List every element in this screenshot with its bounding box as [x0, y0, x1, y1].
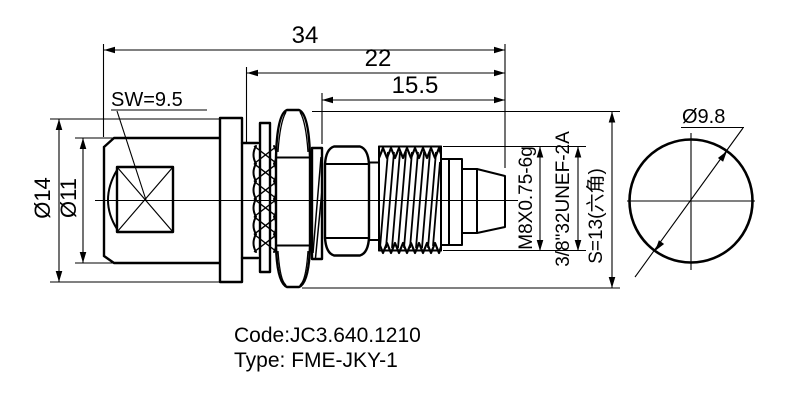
body-diameter-label: Ø11	[56, 178, 81, 218]
dim-mid-length-label: 22	[365, 45, 392, 72]
dimensioning	[50, 44, 727, 289]
hex-nut-chamfer-arcs	[277, 111, 309, 286]
hex-size-label: S=13(六角)	[585, 168, 607, 264]
front-diameter-line	[634, 126, 744, 278]
flange-diameter-label: Ø14	[30, 177, 55, 219]
cavity-arc	[107, 169, 118, 230]
lock-washer-wave-left	[252, 145, 257, 253]
front-diameter-label: Ø9.8	[682, 106, 725, 128]
labels: 34 22 15.5 SW=9.5 Ø14 Ø11 M8X0.75-6g 3/8…	[30, 22, 725, 372]
thread-shoulder	[368, 145, 380, 252]
leader-lines	[111, 109, 207, 201]
dimension-lines	[58, 49, 613, 288]
hex-nut-outline	[274, 108, 312, 289]
thread-metric-label: M8X0.75-6g	[516, 146, 537, 250]
code-text: Code:JC3.640.1210	[234, 324, 421, 347]
type-text: Type: FME-JKY-1	[234, 349, 398, 372]
dim-front-length-label: 15.5	[392, 72, 439, 99]
front-crosshair	[627, 133, 755, 270]
thread-unef-label: 3/8"32UNEF-2A	[553, 131, 574, 267]
flat-washer	[258, 121, 272, 274]
spring-washer-slashes	[312, 156, 323, 259]
lock-washer-wave-right	[273, 145, 278, 253]
wrench-size-label: SW=9.5	[111, 89, 183, 111]
body-outline	[102, 136, 222, 265]
dim-total-length-label: 34	[292, 22, 319, 49]
front-cylinder	[440, 158, 463, 246]
lock-washer-crosshatch	[253, 145, 278, 253]
front-view	[627, 126, 755, 278]
hex-nut-facets	[275, 156, 311, 247]
tip-taper	[476, 168, 506, 234]
neck	[240, 141, 260, 260]
small-hex-facets	[324, 163, 370, 239]
side-view	[95, 108, 518, 289]
flat-face-diagonals	[116, 166, 174, 233]
extension-lines	[50, 44, 620, 289]
